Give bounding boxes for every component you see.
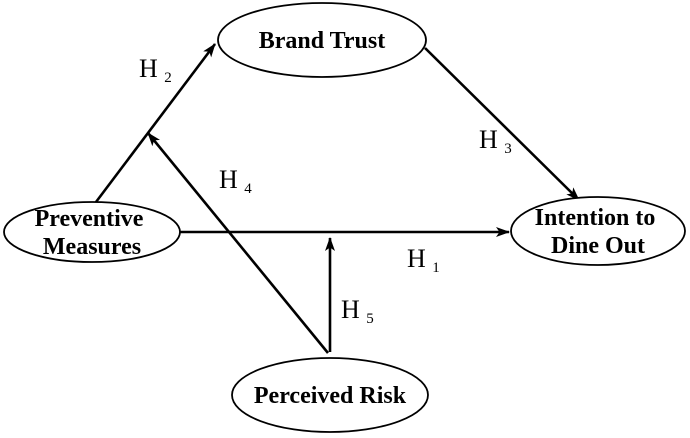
label-h1: H 1 (407, 244, 440, 276)
node-perceived-risk: Perceived Risk (231, 357, 429, 433)
label-h1-base: H (407, 244, 426, 273)
label-h2-base: H (139, 54, 158, 83)
preventive-measures-ellipse (3, 201, 181, 263)
label-h3-base: H (479, 125, 498, 154)
label-h5-sub: 5 (366, 311, 374, 327)
edge-h4-perceived-risk-to-h2-path (146, 132, 330, 354)
intention-label-line1: Intention to (535, 205, 656, 231)
node-brand-trust: Brand Trust (217, 2, 427, 78)
preventive-measures-label-line2: Measures (43, 234, 141, 260)
label-h2-sub: 2 (164, 70, 172, 86)
label-h4-sub: 4 (244, 181, 252, 197)
label-h5-base: H (341, 295, 360, 324)
edge-h3-brand-trust-to-intention (424, 47, 580, 201)
edge-h2-preventive-to-brand-trust (94, 43, 217, 203)
svg-text:Preventive Measures: Preventive Measures (35, 206, 150, 260)
perceived-risk-label: Perceived Risk (254, 383, 407, 409)
brand-trust-label: Brand Trust (259, 28, 385, 54)
label-h4: H 4 (219, 165, 252, 197)
label-h5: H 5 (341, 295, 374, 327)
brand-trust-ellipse (217, 2, 427, 78)
svg-text:Intention to Dine Out: Intention to Dine Out (535, 205, 662, 259)
label-h3-sub: 3 (504, 141, 512, 157)
label-h3: H 3 (479, 125, 512, 157)
label-h1-sub: 1 (432, 260, 440, 276)
node-intention-to-dine-out: Intention to Dine Out (510, 196, 686, 266)
intention-to-dine-out-ellipse (510, 196, 686, 266)
node-preventive-measures: Preventive Measures (3, 201, 181, 263)
intention-label-line2: Dine Out (551, 233, 645, 259)
perceived-risk-ellipse (231, 357, 429, 433)
preventive-measures-label-line1: Preventive (35, 206, 144, 232)
label-h4-base: H (219, 165, 238, 194)
label-h2: H 2 (139, 54, 172, 86)
